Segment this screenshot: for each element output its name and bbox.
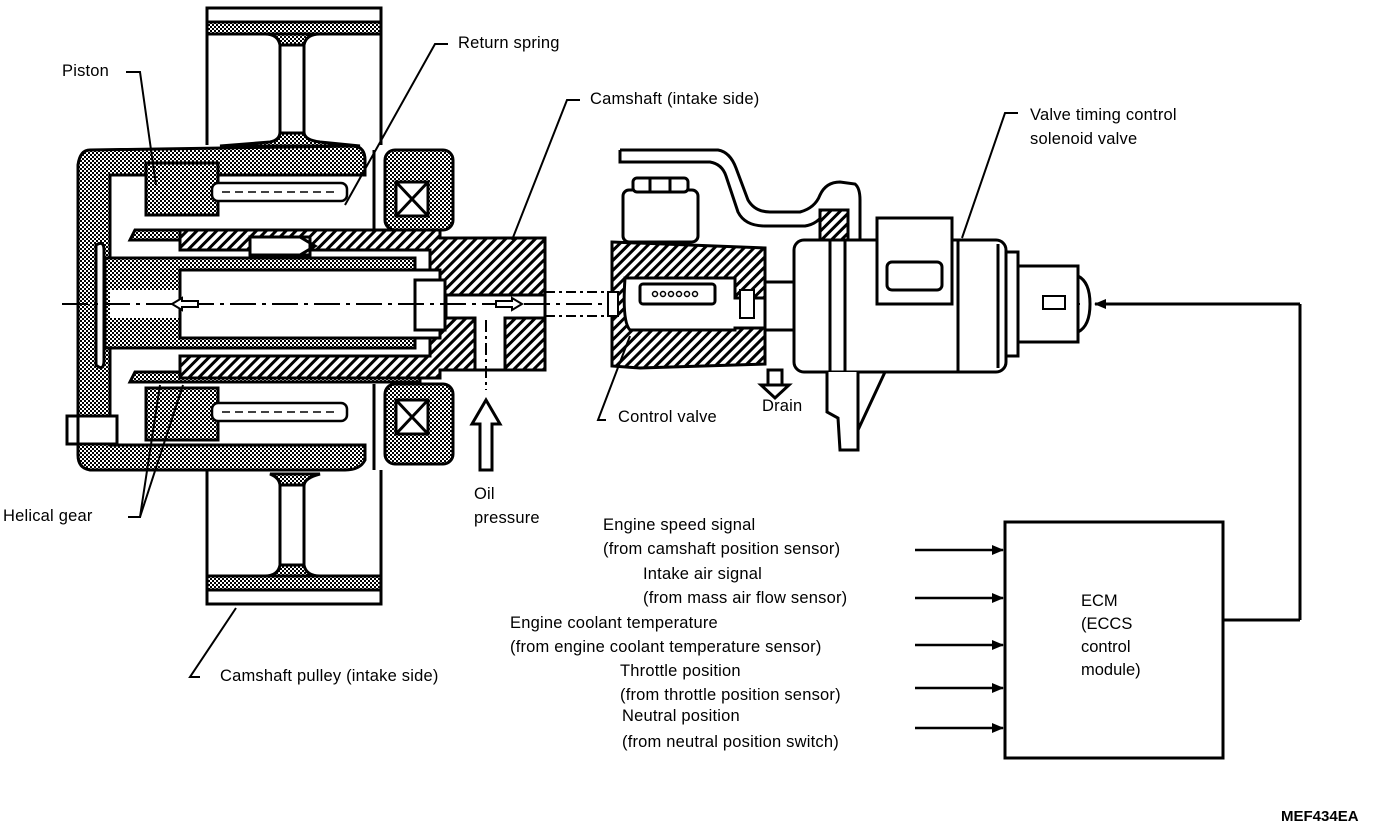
leader-piston: [126, 71, 157, 186]
control-signal-line: [1094, 299, 1302, 622]
figure-id: MEF434EA: [1281, 808, 1359, 825]
input-signal-intake-air: Intake air signal: [643, 565, 762, 583]
label-control-valve: Control valve: [618, 408, 717, 426]
input-source-coolant-temp: (from engine coolant temperature sensor): [510, 638, 822, 656]
label-camshaft-pulley: Camshaft pulley (intake side): [220, 667, 439, 685]
leader-camshaft: [511, 99, 580, 241]
leader-camshaft-pulley: [188, 607, 237, 678]
solenoid-valve: [792, 216, 1092, 452]
input-signal-arrows: [915, 545, 1004, 733]
camshaft-pulley: [205, 6, 383, 606]
ecm-box: [1003, 520, 1225, 760]
label-oil-line2: pressure: [474, 509, 540, 527]
label-return-spring: Return spring: [458, 34, 560, 52]
label-oil-line1: Oil: [474, 485, 495, 503]
label-piston: Piston: [62, 62, 110, 80]
label-helical-gear: Helical gear: [3, 507, 93, 525]
leader-helical-gear-2: [128, 384, 161, 518]
label-drain: Drain: [762, 397, 803, 415]
leader-control-valve: [596, 335, 631, 421]
label-solenoid-line2: solenoid valve: [1030, 130, 1138, 148]
valve-spring: [651, 290, 699, 298]
leader-lines: [126, 43, 1018, 678]
oil-pressure-arrow-icon: [469, 397, 503, 472]
input-signal-throttle: Throttle position: [620, 662, 741, 680]
flow-arrow-left-icon: [170, 296, 199, 312]
input-source-intake-air: (from mass air flow sensor): [643, 589, 848, 607]
drain-arrow-icon: [757, 368, 793, 401]
ecm-label-line4: module): [1081, 661, 1141, 679]
label-solenoid-valve: Valve timing control solenoid valve: [1030, 103, 1177, 151]
input-signal-neutral: Neutral position: [622, 707, 740, 725]
input-signal-engine-speed: Engine speed signal: [603, 516, 756, 534]
mounting-bracket: [620, 148, 862, 240]
input-source-throttle: (from throttle position sensor): [620, 686, 841, 704]
leader-return-spring: [344, 43, 448, 206]
input-source-engine-speed: (from camshaft position sensor): [603, 540, 841, 558]
ecm-label-line3: control: [1081, 638, 1131, 656]
control-valve: [607, 176, 797, 370]
ecm-label-line2: (ECCS: [1081, 615, 1133, 633]
camshaft: [178, 228, 547, 380]
leader-solenoid: [961, 112, 1018, 239]
return-spring: [210, 181, 349, 423]
input-signal-coolant-temp: Engine coolant temperature: [510, 614, 718, 632]
ecm-label-line1: ECM: [1081, 592, 1118, 610]
bearing: [372, 148, 455, 470]
ecm-label: ECM (ECCS control module): [1081, 590, 1141, 682]
flow-arrow-right-icon: [495, 296, 524, 312]
label-solenoid-line1: Valve timing control: [1030, 106, 1177, 124]
label-oil-pressure: Oil pressure: [474, 482, 540, 530]
input-source-neutral: (from neutral position switch): [622, 733, 839, 751]
label-camshaft: Camshaft (intake side): [590, 90, 760, 108]
